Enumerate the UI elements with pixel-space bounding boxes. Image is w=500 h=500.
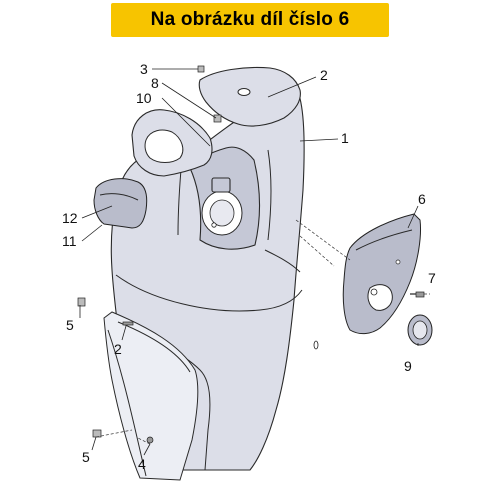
clip-part-5-lower <box>92 429 102 438</box>
callout-7: 7 <box>428 270 436 286</box>
left-lower-panel <box>103 311 199 481</box>
callout-11: 11 <box>62 233 77 249</box>
callout-12: 12 <box>62 210 78 226</box>
clip-part-8 <box>213 114 222 123</box>
screw-part-4 <box>146 436 154 444</box>
clip-part-3 <box>197 65 205 73</box>
banner-text: Na obrázku díl číslo 6 <box>150 9 350 30</box>
title-banner: Na obrázku díl číslo 6 <box>111 3 389 37</box>
callout-9: 9 <box>404 358 412 374</box>
callout-3: 3 <box>140 61 148 77</box>
callout-6: 6 <box>418 191 426 207</box>
callout-5-lower: 5 <box>82 449 90 465</box>
callout-8: 8 <box>151 75 159 91</box>
callout-4: 4 <box>138 456 146 472</box>
callout-2-top: 2 <box>320 67 328 83</box>
upper-cowl-part-2 <box>198 67 301 127</box>
callout-1: 1 <box>341 130 349 146</box>
clip-part-5-upper <box>77 297 86 307</box>
callout-5-upper: 5 <box>66 317 74 333</box>
side-panel-part-6 <box>342 213 421 335</box>
cap-part-9 <box>407 314 433 346</box>
screw-part-2-lower <box>122 321 134 326</box>
callout-2-lower: 2 <box>114 341 122 357</box>
screw-part-7 <box>410 291 425 298</box>
small-cover-part-12 <box>93 178 148 229</box>
leader-lines <box>79 68 430 456</box>
callout-10: 10 <box>136 90 152 106</box>
headlight-housing <box>131 109 213 177</box>
